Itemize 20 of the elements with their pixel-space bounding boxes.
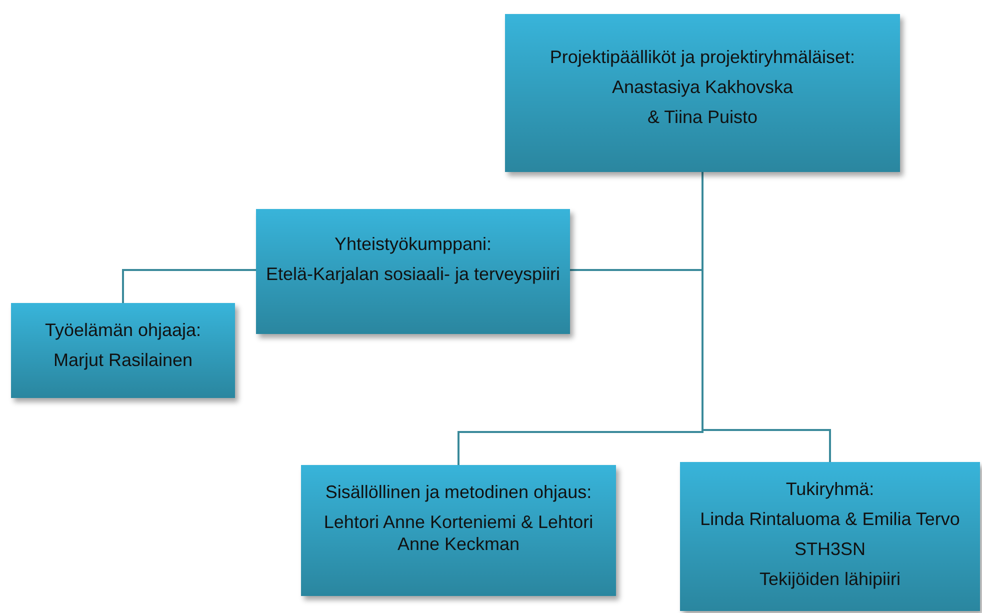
org-box bbox=[301, 465, 616, 596]
box-text: STH3SN bbox=[794, 538, 866, 560]
org-box bbox=[505, 14, 900, 172]
box-text: Sisällöllinen ja metodinen ohjaus: bbox=[325, 481, 592, 503]
box-text: Tukiryhmä: bbox=[786, 478, 874, 500]
box-text: Yhteistyökumppani: bbox=[334, 233, 492, 255]
box-text: & Tiina Puisto bbox=[647, 106, 758, 128]
connector-line bbox=[702, 172, 831, 462]
box-text: Työelämän ohjaaja: bbox=[44, 319, 202, 341]
box-text: Marjut Rasilainen bbox=[53, 349, 193, 371]
box-text: Projektipäälliköt ja projektiryhmäläiset: bbox=[550, 46, 856, 68]
org-box bbox=[11, 303, 235, 398]
box-text: Lehtori Anne Korteniemi & Lehtori Anne Keckman bbox=[322, 511, 594, 555]
box-text: Linda Rintaluoma & Emilia Tervo bbox=[700, 508, 960, 530]
connector-line bbox=[122, 269, 256, 303]
org-box bbox=[256, 209, 570, 334]
box-text: Anastasiya Kakhovska bbox=[612, 76, 794, 98]
box-text: Tekijöiden lähipiiri bbox=[759, 568, 901, 590]
org-box bbox=[680, 462, 980, 611]
box-text: Etelä-Karjalan sosiaali- ja terveyspiiri bbox=[266, 263, 560, 285]
